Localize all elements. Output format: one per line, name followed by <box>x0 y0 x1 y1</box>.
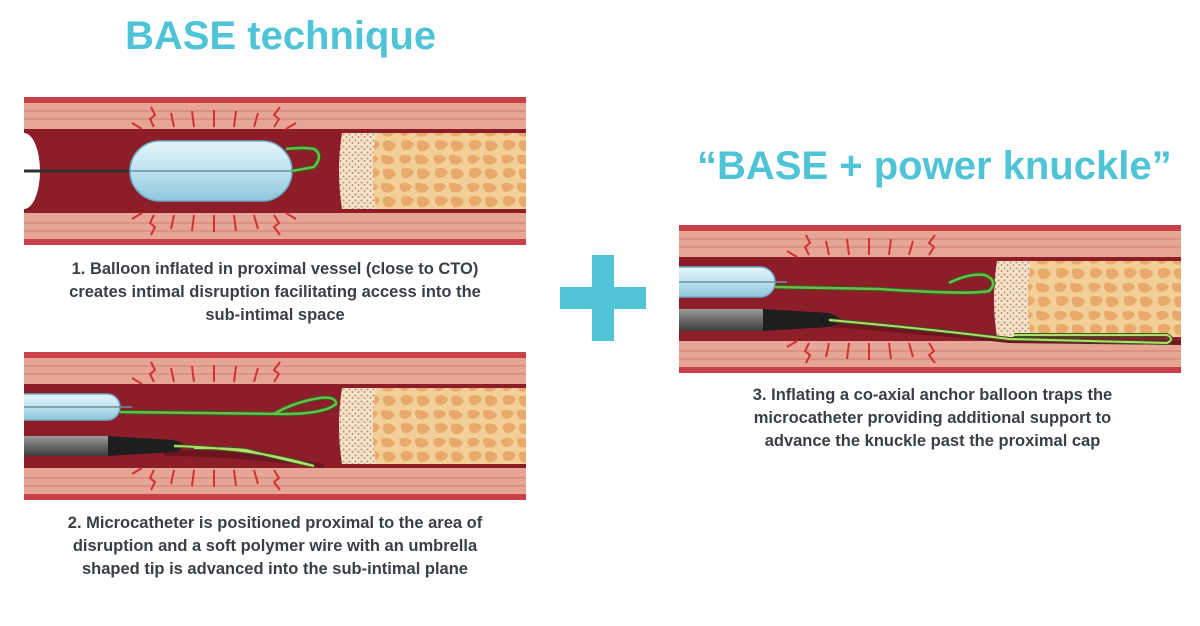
caption-step3-line3: advance the knuckle past the proximal ca… <box>764 432 1101 450</box>
cto-plaque <box>994 261 1181 337</box>
microcatheter-tip <box>108 436 184 456</box>
caption-step2-line2: disruption and a soft polymer wire with … <box>72 537 478 555</box>
microcatheter-shaft <box>24 436 108 456</box>
vessel-wall-lines <box>24 110 526 232</box>
microcatheter-tip <box>763 309 840 331</box>
disruption-marks-bottom <box>786 340 936 364</box>
panel-step1-illustration <box>24 97 526 245</box>
caption-step1: 1. Balloon inflated in proximal vessel (… <box>20 258 530 327</box>
disruption-marks-top <box>131 106 297 130</box>
microcatheter-shaft <box>679 309 763 331</box>
caption-step3-line1: 3. Inflating a co-axial anchor balloon t… <box>752 386 1113 404</box>
plus-icon <box>560 255 646 341</box>
caption-step2-line1: 2. Microcatheter is positioned proximal … <box>67 514 483 532</box>
title-base-power-knuckle: “BASE + power knuckle” <box>697 144 1172 188</box>
caption-step1-line3: sub-intimal space <box>205 306 345 324</box>
disruption-marks-bottom <box>131 212 297 236</box>
caption-step2: 2. Microcatheter is positioned proximal … <box>20 512 530 581</box>
caption-step3: 3. Inflating a co-axial anchor balloon t… <box>680 384 1185 453</box>
caption-step1-line1: 1. Balloon inflated in proximal vessel (… <box>71 260 479 278</box>
disruption-marks-top <box>786 234 936 258</box>
cto-plaque <box>339 388 526 464</box>
cto-plaque <box>339 133 526 209</box>
panel-step3-illustration <box>679 225 1181 373</box>
sub-intimal-channel <box>829 321 1181 345</box>
caption-step3-line2: microcatheter providing additional suppo… <box>753 409 1112 427</box>
disruption-marks-bottom <box>131 467 281 491</box>
caption-step2-line3: shaped tip is advanced into the sub-inti… <box>82 560 468 578</box>
panel-step2-illustration <box>24 352 526 500</box>
title-base-technique: BASE technique <box>125 14 437 58</box>
disruption-marks-top <box>131 361 281 385</box>
sub-intimal-channel <box>164 449 324 468</box>
caption-step1-line2: creates intimal disruption facilitating … <box>69 283 481 301</box>
